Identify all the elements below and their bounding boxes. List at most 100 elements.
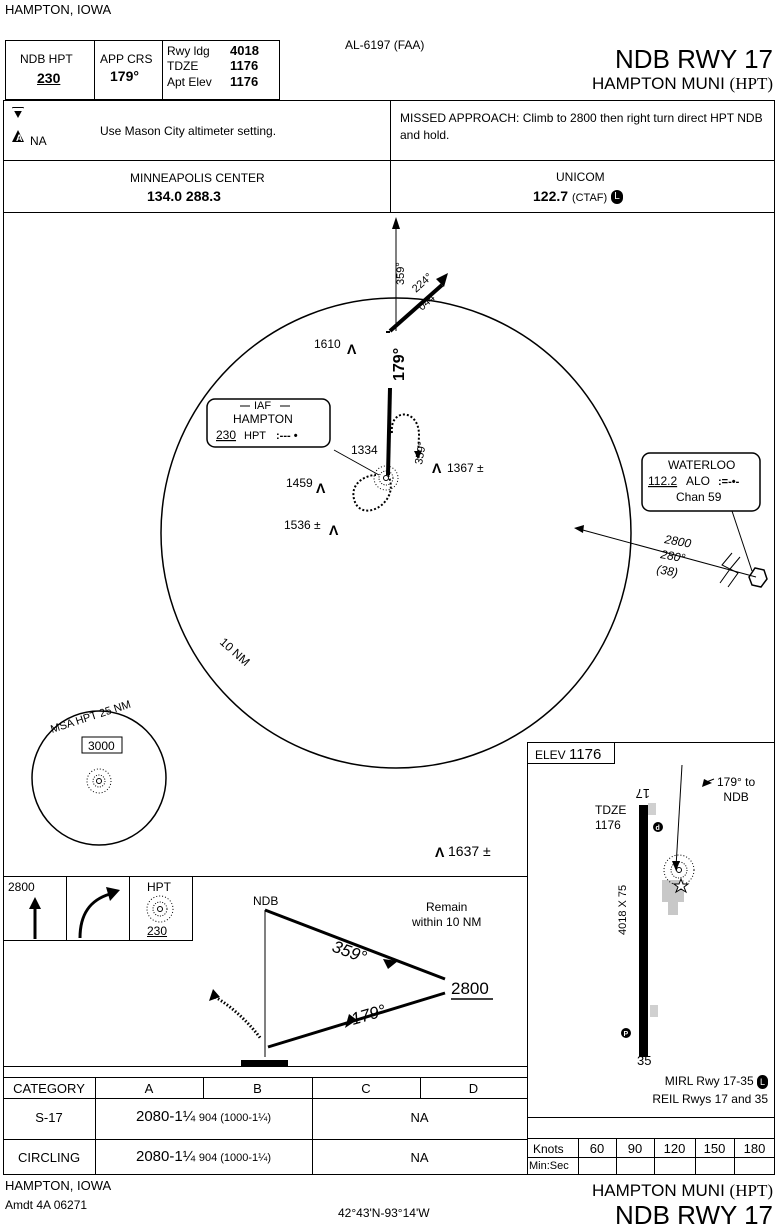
min-row-circling-label: CIRCLING: [17, 1150, 81, 1165]
minsec-label: Min:Sec: [529, 1160, 569, 1172]
svg-text:1610: 1610: [314, 337, 341, 351]
min-row-s17-ab: 2080-1¼ 904 (1000-1¼): [95, 1108, 312, 1125]
waterloo-box: [641, 452, 761, 512]
route-course: 280°: [658, 547, 686, 565]
msa-label: MSA HPT 25 NM: [49, 699, 132, 736]
final-course: 179°: [391, 348, 408, 381]
svg-text:1334: 1334: [351, 443, 378, 457]
altimeter-note: Use Mason City altimeter setting.: [100, 124, 277, 138]
iaf-box: [206, 398, 331, 448]
elev-line: ELEV 1176: [535, 746, 601, 763]
ndb-fix-icon: [146, 895, 174, 923]
obstacle-1367: Λ 1367 ±: [432, 460, 484, 476]
outbound-course: 359°: [395, 262, 407, 285]
beacon-icon: [672, 877, 690, 894]
waterloo-ident: ALO: [686, 474, 710, 488]
pilot-lighting-icon: L: [757, 1074, 768, 1089]
airport-title: HAMPTON MUNI (HPT): [592, 74, 773, 94]
apt-elev-label: Apt Elev: [167, 75, 212, 89]
tdze-diagram-value: 1176: [595, 818, 621, 832]
min-row-circling-sub: 904 (1000-1¼): [198, 1152, 271, 1164]
waterloo-morse: :=-•-: [718, 476, 740, 488]
center-freqs: 134.0 288.3: [147, 188, 221, 204]
min-row-circling-main: 2080-1¼: [135, 1148, 196, 1165]
vortac-icon: [748, 567, 768, 588]
iaf-label: IAF: [254, 400, 271, 412]
rwy-ldg-value: 4018: [230, 43, 259, 58]
elev-box: [527, 742, 615, 764]
waterloo-name: WATERLOO: [668, 458, 735, 472]
iaf-ident: HPT: [244, 430, 266, 442]
svg-text:Λ: Λ: [432, 460, 442, 476]
min-row-circling-cd: NA: [410, 1150, 429, 1165]
lighting-line-1: MIRL Rwy 17-35 L: [665, 1074, 768, 1089]
ndb-label: NDB HPT: [20, 52, 73, 66]
unicom-freq: 122.7: [533, 188, 569, 204]
min-row-s17-sub: 904 (1000-1¼): [198, 1112, 271, 1124]
rwy-bottom-number: 35: [637, 1053, 651, 1068]
speed-120: 120: [663, 1141, 686, 1156]
svg-text:P: P: [624, 1031, 629, 1038]
center-name: MINNEAPOLIS CENTER: [130, 171, 265, 185]
climb-arrow-icon: [29, 897, 41, 939]
app-crs-value: 179°: [110, 68, 139, 84]
runway: [639, 805, 648, 1057]
chart-code: AL-6197 (FAA): [345, 38, 425, 52]
svg-text:1367 ±: 1367 ±: [447, 461, 484, 475]
min-row-s17-label: S-17: [35, 1110, 63, 1125]
route-distance: (38): [655, 562, 678, 579]
profile-ndb-label: NDB: [253, 894, 278, 908]
footer-coordinates: 42°43'N-93°14'W: [338, 1206, 430, 1220]
alternate-na: NA: [30, 134, 47, 148]
iaf-morse: :--- •: [276, 430, 298, 442]
elev-label: ELEV: [535, 748, 566, 762]
min-row-s17-main: 2080-1¼: [135, 1108, 196, 1125]
airport-id: (HPT): [729, 74, 773, 93]
unicom-name: UNICOM: [556, 170, 605, 184]
min-row-circling-ab: 2080-1¼ 904 (1000-1¼): [95, 1148, 312, 1165]
airport-diagram: 17 d P 4018 X 75 35: [617, 765, 715, 1068]
profile-in-course: 179°: [349, 1001, 388, 1029]
svg-text:1459: 1459: [286, 476, 313, 490]
hold-course: 359°: [413, 441, 429, 466]
waterloo-chan: Chan 59: [676, 490, 722, 504]
speed-90: 90: [627, 1141, 643, 1156]
chart-frame: [3, 100, 775, 1175]
min-header-d: D: [468, 1081, 479, 1096]
iaf-freq: 230: [216, 428, 236, 442]
msa-altitude: 3000: [88, 739, 115, 753]
app-crs-label: APP CRS: [100, 52, 153, 66]
obstacle-1536: 1536 ±Λ: [284, 518, 339, 538]
footer-airport-id: (HPT): [729, 1181, 773, 1200]
profile-view: NDB 359° 179° 2800: [209, 894, 493, 1066]
right-turn-icon: [78, 887, 120, 939]
speed-150: 150: [703, 1141, 726, 1156]
svg-text:1536 ±: 1536 ±: [284, 518, 321, 532]
svg-text:1637 ±: 1637 ±: [448, 843, 491, 859]
alternate-minimums-icon: A: [12, 107, 24, 143]
plan-view: 10 NM 359° 224° 044° 179° 359° IAF HAMPT…: [31, 217, 768, 860]
route-alt: 2800: [662, 532, 692, 551]
speed-180: 180: [743, 1141, 766, 1156]
iaf-name: HAMPTON: [233, 412, 293, 426]
footer-location: HAMPTON, IOWA: [5, 1178, 112, 1193]
knots-label: Knots: [533, 1142, 564, 1156]
profile-out-course: 359°: [330, 937, 370, 967]
ring-label: 10 NM: [217, 635, 253, 669]
header-info-box: [5, 40, 280, 100]
unicom-freq-line: 122.7 (CTAF) L: [533, 188, 624, 205]
lighting-line-2: REIL Rwys 17 and 35: [652, 1092, 768, 1106]
lighting-1: MIRL Rwy 17-35: [664, 1074, 754, 1088]
msa-alt-box: [81, 736, 123, 754]
rwy-ldg-label: Rwy ldg: [167, 44, 210, 58]
footer-airport: HAMPTON MUNI (HPT): [592, 1181, 773, 1201]
speed-60: 60: [589, 1141, 605, 1156]
svg-text:Λ: Λ: [316, 480, 326, 496]
obstacle-1334: 1334: [351, 443, 378, 457]
missed-climb-alt: 2800: [8, 880, 35, 894]
apt-elev-value: 1176: [230, 74, 259, 89]
min-header-b: B: [253, 1081, 262, 1096]
